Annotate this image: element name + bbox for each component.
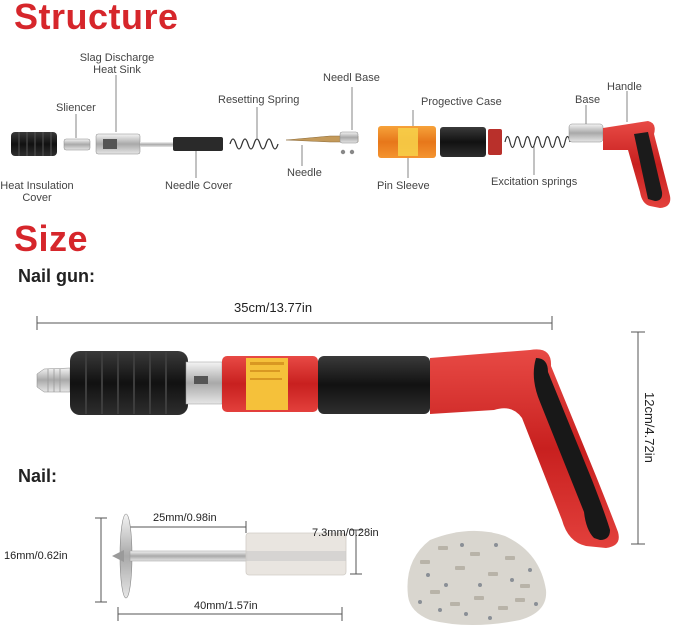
label-pin-sleeve: Pin Sleeve xyxy=(377,180,430,192)
label-slag-discharge: Slag Discharge Heat Sink xyxy=(72,52,162,76)
nail-gun-heading: Nail gun: xyxy=(18,266,95,286)
needle-cover-part xyxy=(173,137,223,151)
progective-case-part xyxy=(440,127,486,157)
dim-nail-shank: 25mm/0.98in xyxy=(153,512,217,524)
label-excitation-springs: Excitation springs xyxy=(491,176,578,188)
label-heat-line2: Cover xyxy=(22,192,52,204)
nail-heading: Nail: xyxy=(18,466,58,486)
dim-nail-total: 40mm/1.57in xyxy=(194,600,258,612)
label-needle: Needle xyxy=(287,167,322,179)
dim-gun-height: 12cm/4.72in xyxy=(642,392,657,463)
nail-image xyxy=(112,513,347,599)
nails-pile-image xyxy=(407,530,547,625)
structure-title: Structure xyxy=(14,0,179,37)
needl-base-part xyxy=(339,131,359,144)
dim-gun-length: 35cm/13.77in xyxy=(234,300,313,315)
dim-nail-head: 16mm/0.62in xyxy=(4,550,68,562)
size-title: Size xyxy=(14,218,89,259)
label-heat-insulation: Heat Insulation Cover xyxy=(0,180,74,204)
label-resetting-spring: Resetting Spring xyxy=(218,94,300,106)
label-needl-base: Needl Base xyxy=(323,72,380,84)
label-slag-line1: Slag Discharge xyxy=(79,52,155,64)
label-slag-line2: Heat Sink xyxy=(93,64,141,76)
label-base: Base xyxy=(575,94,601,106)
base-part xyxy=(568,123,604,143)
label-sliencer: Sliencer xyxy=(56,102,96,114)
pin-sleeve-part xyxy=(378,126,436,158)
nail-gun-image xyxy=(36,349,619,548)
dim-nail-sleeve: 7.3mm/0.28in xyxy=(312,527,379,539)
label-progective-case: Progective Case xyxy=(421,96,502,108)
label-heat-line1: Heat Insulation xyxy=(0,180,74,192)
excitation-spring-part xyxy=(504,135,571,149)
label-needle-cover: Needle Cover xyxy=(165,180,233,192)
handle-part xyxy=(603,121,671,208)
resetting-spring-part xyxy=(229,138,279,150)
sliencer-part xyxy=(63,138,91,151)
label-handle: Handle xyxy=(607,81,642,93)
heat-insulation-cover-part xyxy=(11,132,57,156)
slag-heat-sink-part xyxy=(95,133,141,155)
